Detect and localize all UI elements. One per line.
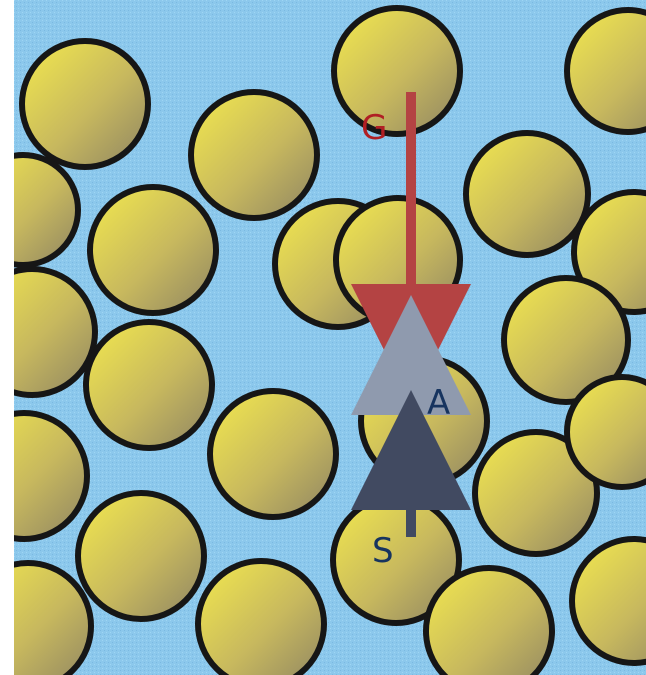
soil-grain <box>472 429 600 557</box>
soil-grain <box>14 410 90 542</box>
soil-grain <box>333 195 463 325</box>
gravity-label: G <box>361 108 387 148</box>
soil-grain <box>569 536 646 666</box>
soil-particle-diagram: G A S <box>14 0 646 675</box>
soil-grain <box>331 5 463 137</box>
support-label: S <box>372 531 394 571</box>
soil-grain <box>75 490 207 622</box>
soil-grain <box>423 565 555 675</box>
soil-grain <box>14 266 98 398</box>
soil-grain <box>83 319 215 451</box>
soil-grain <box>19 38 151 170</box>
soil-grain <box>564 374 646 490</box>
soil-grain <box>14 152 81 268</box>
soil-grain <box>564 7 646 135</box>
soil-grain <box>501 275 631 405</box>
soil-grain <box>195 558 327 675</box>
soil-grain <box>463 130 591 258</box>
soil-grain <box>358 355 490 487</box>
diagram-frame: G A S <box>14 0 646 675</box>
soil-grain <box>87 184 219 316</box>
adhesion-label: A <box>427 383 450 423</box>
soil-grain <box>188 89 320 221</box>
soil-grain <box>14 560 94 675</box>
soil-grain <box>207 388 339 520</box>
